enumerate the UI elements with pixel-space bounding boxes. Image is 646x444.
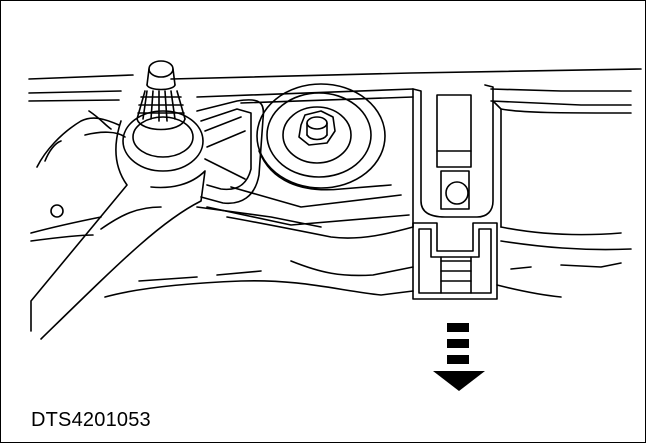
removal-direction-arrow [433, 323, 485, 391]
pivot-shaft [122, 60, 204, 172]
body-mount-bracket [412, 84, 502, 228]
cowl-panel-upper [28, 68, 642, 130]
rubber-mount-with-bolt [256, 83, 392, 191]
cowl-panel-lower [30, 140, 632, 298]
retaining-clip [412, 222, 498, 300]
wiper-crank-arm [30, 99, 410, 340]
figure-code: DTS4201053 [31, 409, 151, 431]
